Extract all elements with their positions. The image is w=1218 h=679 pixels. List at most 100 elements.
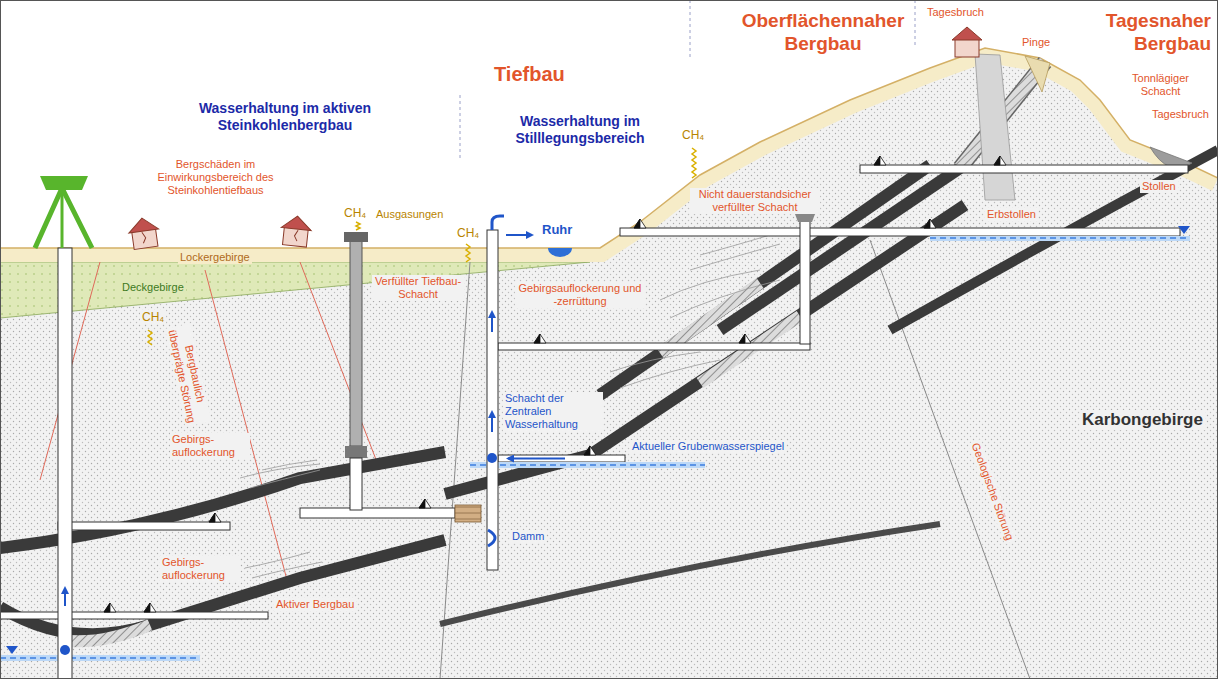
water-flow — [492, 216, 504, 230]
geological-fault — [870, 240, 1030, 679]
rock-label: Karbongebirge — [1080, 410, 1205, 430]
water-level — [930, 237, 1190, 239]
mining-influence-line — [300, 262, 380, 470]
shaft-label: Schacht der Zentralen Wasserhaltung — [503, 392, 603, 432]
fault-label: Bergbaulich überprägte Störung — [165, 323, 212, 426]
gallery — [620, 228, 1180, 236]
gallery-marker — [104, 603, 110, 612]
gallery-marker — [739, 334, 745, 343]
house — [952, 27, 982, 57]
gas-label: CH₄ — [455, 226, 481, 240]
fault-label: Geologische Störung — [968, 440, 1017, 545]
gallery — [860, 165, 1188, 173]
gas-symbol — [356, 222, 360, 230]
coal-seam — [600, 165, 930, 395]
ground — [0, 262, 590, 318]
ground — [0, 48, 1218, 248]
gallery-marker — [924, 219, 936, 228]
river-label: Ruhr — [540, 222, 574, 238]
section-heading: Tagesnaher Bergbau — [1085, 10, 1213, 56]
water-flow — [508, 458, 565, 460]
section-divider — [690, 0, 691, 60]
headframe — [61, 188, 64, 248]
rock-loosening — [245, 552, 310, 568]
feature-label: Tagesbruch — [925, 6, 986, 19]
rock-loosening — [262, 460, 317, 470]
water-level — [930, 236, 1190, 241]
dam-label: Damm — [510, 530, 546, 543]
section-divider — [460, 95, 461, 160]
gallery-marker — [994, 156, 1000, 165]
shaft — [350, 240, 362, 446]
shaft — [455, 505, 481, 522]
rock-loosening — [250, 470, 320, 488]
section-heading: Tiefbau — [492, 62, 567, 86]
gallery-marker — [209, 513, 215, 522]
zone-heading: Wasserhaltung im Stilllegungsbereich — [490, 113, 670, 147]
gas-label: Ausgasungen — [374, 208, 445, 221]
collapse-column — [975, 54, 1015, 200]
water-level-label: Aktueller Grubenwasserspiegel — [630, 440, 786, 453]
water-level — [470, 462, 705, 468]
feature-label: Erbstollen — [985, 208, 1038, 221]
feature-label: Tagesbruch — [1150, 108, 1211, 121]
feature-label: Gebirgs- auflockerung — [170, 433, 250, 459]
house — [952, 27, 982, 40]
gallery — [300, 508, 455, 518]
gallery-marker — [144, 603, 156, 612]
shaft — [345, 446, 367, 458]
house — [127, 27, 982, 250]
gallery-marker — [994, 156, 1006, 165]
house — [955, 39, 979, 57]
rock-loosening — [610, 352, 700, 372]
rock-loosening — [620, 360, 720, 388]
house — [127, 216, 159, 233]
headframe — [35, 188, 92, 248]
rock-loosening — [252, 562, 322, 578]
pump — [487, 453, 497, 463]
water-flow — [491, 312, 493, 332]
gallery — [0, 612, 268, 619]
feature-label: Gebirgs- auflockerung — [160, 556, 240, 582]
coal-seam — [0, 150, 1218, 634]
shaft — [344, 232, 368, 242]
feature-label: Gebirgsauflockerung und -zerrüttung — [515, 282, 645, 308]
gas-label: CH₄ — [680, 128, 706, 142]
feature-label: Tonnlägiger Schacht — [1118, 72, 1203, 98]
layer-label: Deckgebirge — [120, 281, 186, 294]
gas-label: CH₄ — [140, 310, 166, 324]
shaft — [487, 230, 498, 570]
feature-label: Aktiver Bergbau — [274, 598, 356, 611]
ground — [0, 48, 1218, 248]
gas-symbol — [148, 330, 152, 345]
gas-label: CH₄ — [342, 206, 368, 220]
gallery-marker — [534, 334, 546, 343]
zone-heading: Wasserhaltung im aktiven Steinkohlenberg… — [170, 100, 400, 134]
headframe — [35, 176, 92, 248]
water-flow — [506, 234, 532, 236]
rock-loosening — [670, 280, 780, 318]
gallery — [58, 522, 230, 530]
water-level — [6, 646, 18, 654]
water-flow — [65, 216, 565, 606]
water-level — [1178, 226, 1190, 234]
feature-label: Nicht dauerstandsicher verfüllter Schach… — [690, 188, 820, 214]
water-level — [0, 655, 200, 661]
ground — [0, 48, 1218, 679]
gallery-marker — [584, 446, 596, 455]
shaft — [58, 214, 815, 679]
gallery — [0, 165, 1188, 619]
house — [280, 215, 313, 248]
rock-loosening — [240, 235, 780, 578]
gallery-marker — [739, 334, 751, 343]
shaft — [795, 214, 815, 222]
house — [142, 232, 147, 243]
section-heading: Oberflächennaher Bergbau — [735, 10, 911, 56]
pump — [60, 453, 497, 655]
rock-loosening — [690, 244, 780, 270]
feature-label: Stollen — [1140, 180, 1178, 193]
house — [281, 215, 312, 231]
layer-label: Lockergebirge — [178, 251, 252, 264]
